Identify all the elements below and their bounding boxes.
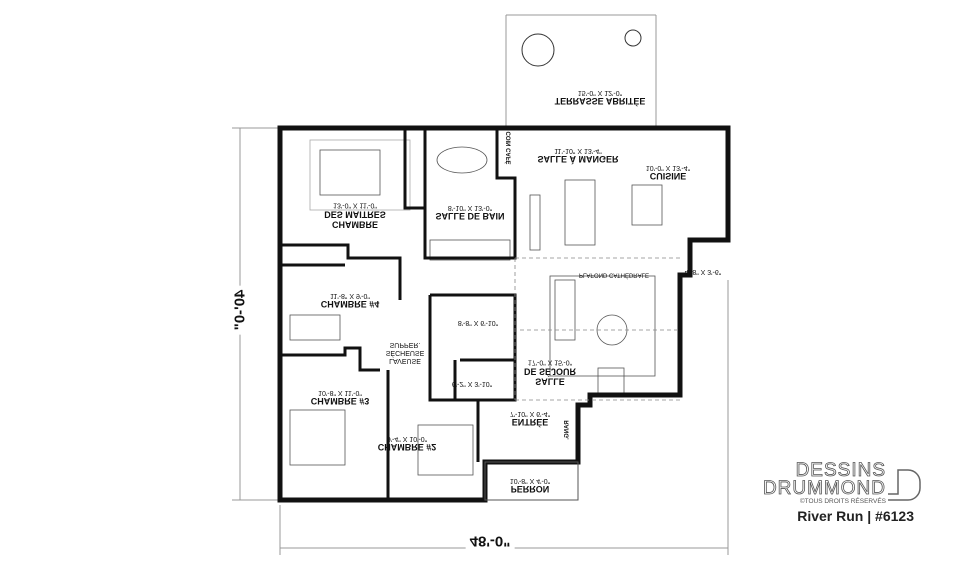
overall-depth-dimension: 40'-0" [231,285,249,335]
room-name: CHAMBRE #2 [377,442,437,453]
room-name: SALLE À MANGER [537,154,619,165]
room-label-bedroom-2: CHAMBRE #2 9'-4" X 10'-0" [378,434,437,452]
room-dims: 11'-8" X 9'-0" [330,291,370,299]
room-name: ENTRÉE [511,417,549,428]
room-name: CHAMBRE #3 [310,396,370,407]
room-dims: 8'-10" X 13'-0" [447,203,493,211]
room-dims: 9'-4" X 10'-0" [386,434,428,442]
room-label-bathroom: SALLE DE BAIN 8'-10" X 13'-0" [435,203,504,221]
copyright-notice: ©TOUS DROITS RÉSERVÉS [799,498,886,505]
room-dims: 15'-0" X 12'-0" [577,88,623,96]
room-label-pantry: 4'-8" X 3'-6" [685,267,721,275]
room-dims: 6'-2" X 3'-10" [451,380,493,388]
coffee-corner-label: COIN CAFÉ [506,131,513,165]
room-dims: 13'-0" X 11'-0" [333,201,377,209]
room-label-dining: SALLE À MANGER 11'-10" X 13'-4" [538,146,619,164]
room-name: CHAMBRE #4 [320,299,380,310]
room-name: SALLE DE BAIN [435,211,505,222]
room-dims: 4'-8" X 3'-6" [684,268,722,276]
room-dims: 10'-0" X 13'-4" [645,163,691,171]
laundry-line: SÉCHEUSE [385,349,425,357]
dessins-drummond-logo: DESSINS DRUMMOND ©TOUS DROITS RÉSERVÉS R… [752,460,922,524]
room-label-porch: PERRON 10'-8" X 4'-0" [510,476,550,494]
cathedral-ceiling-note: PLAFOND CATHÉDRALE [579,271,649,278]
terrace-furniture [521,29,642,67]
room-dims: 11'-10" X 13'-4" [554,146,602,154]
room-name: SALLE [535,376,565,387]
room-label-entry: ENTRÉE 7'-10" X 6'-4" [510,409,550,427]
room-dims: 17'-0" X 15'-0" [527,358,573,366]
room-name: TERRASSE ABRITÉE [554,96,646,107]
storage-label: RANG. [564,420,571,440]
room-label-kitchen: CUISINE 10'-0" X 13'-4" [646,163,690,181]
room-name: DE SÉJOUR [523,366,577,377]
laundry-line: LAVEUSE [389,357,421,365]
room-label-laundry: LAVEUSE SÉCHEUSE SUPPER. [386,340,425,364]
room-name: CHAMBRE [331,219,378,230]
laundry-line: SUPPER. [389,340,421,348]
room-name: DES MAITRES [324,209,386,220]
room-label-bedroom-4: CHAMBRE #4 11'-8" X 9'-0" [321,291,380,309]
room-name: PERRON [510,484,550,495]
room-dims: 7'-10" X 6'-4" [509,409,551,417]
logo-line-2: DRUMMOND [762,478,886,499]
plan-name: River Run | #6123 [797,508,914,524]
logo-line-1: DESSINS [795,460,886,481]
room-label-master-bedroom: CHAMBRE DES MAITRES 13'-0" X 11'-0" [324,201,386,230]
room-label-terrace: TERRASSE ABRITÉE 15'-0" X 12'-0" [555,88,646,106]
room-label-bedroom-3: CHAMBRE #3 10'-8" X 11'-0" [311,388,370,406]
room-label-living: SALLE DE SÉJOUR 17'-0" X 15'-0" [524,358,576,387]
porch-outline [484,461,579,501]
room-dims: 8'-8" X 6'-10" [457,319,499,327]
overall-width-dimension: 48'-0" [465,532,515,550]
room-label-wc: 6'-2" X 3'-10" [452,379,492,387]
room-dims: 10'-8" X 11'-0" [318,388,362,396]
logo-mark-icon [888,469,921,501]
exterior-walls [277,125,731,503]
interior-walls [280,130,517,500]
dimension-lines [232,14,729,555]
room-label-bathroom-2: 8'-8" X 6'-10" [458,318,498,326]
cathedral-ceiling-lines [514,257,680,401]
room-name: CUISINE [649,171,687,182]
room-dims: 10'-8" X 4'-0" [509,476,551,484]
